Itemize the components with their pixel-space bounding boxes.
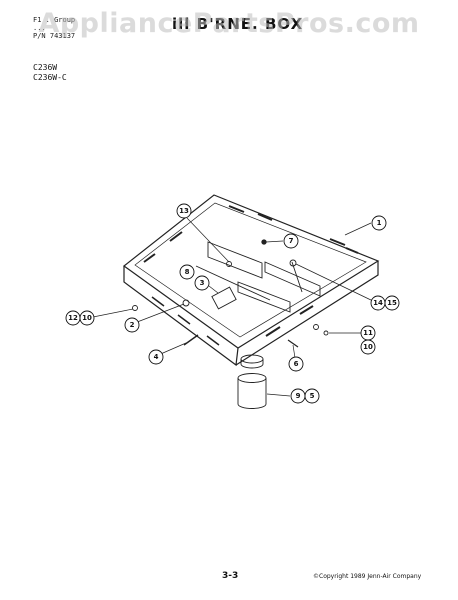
model-item: C236W-C	[33, 73, 67, 82]
jar-lid	[240, 354, 264, 364]
screw-part	[323, 330, 329, 336]
nut-part	[313, 324, 319, 330]
grease-jar	[237, 354, 267, 409]
callout-number: 4	[154, 353, 159, 361]
dot-marker	[261, 239, 267, 245]
callout-number: 9	[296, 392, 301, 400]
screw-part	[132, 305, 138, 311]
leader-line	[131, 303, 185, 325]
leader-line	[295, 263, 374, 302]
rim-slot	[143, 253, 156, 263]
callout-number: 13	[179, 207, 189, 215]
leader-line	[208, 285, 219, 294]
callout-1: 1	[371, 215, 387, 231]
callout-number: 7	[289, 237, 294, 245]
callout-12: 12	[65, 310, 81, 326]
rim-slot	[265, 326, 281, 337]
leader-line	[92, 308, 134, 318]
leader-line	[266, 393, 291, 397]
callout-10-left: 10	[79, 310, 95, 326]
jar-lid-body	[240, 359, 264, 369]
callout-number: 10	[363, 343, 373, 351]
front-slot	[151, 296, 165, 307]
model-list: C236W C236W-C	[33, 63, 67, 83]
header-line-2: ...	[33, 24, 46, 32]
callout-3: 3	[194, 275, 210, 291]
rim-slot	[299, 305, 314, 315]
page-number: 3-3	[222, 571, 239, 581]
cover-plate	[211, 286, 237, 310]
callout-number: 8	[185, 268, 190, 276]
divider-panel	[237, 281, 291, 313]
header-catalog-info: F1 . Group ... P/N 743137	[33, 16, 75, 40]
callout-number: 12	[68, 314, 78, 322]
callout-number: 11	[363, 329, 373, 337]
callout-8: 8	[179, 264, 195, 280]
callout-number: 2	[130, 321, 135, 329]
callout-14: 14	[370, 295, 386, 311]
callout-number: 10	[82, 314, 92, 322]
callout-13: 13	[176, 203, 192, 219]
tray-front-right-wall	[235, 261, 379, 366]
rim-slot	[228, 205, 245, 213]
tray-top-rim	[123, 194, 380, 349]
callout-number: 14	[373, 299, 383, 307]
callout-2: 2	[124, 317, 140, 333]
divider-line	[195, 265, 271, 301]
callout-11: 11	[360, 325, 376, 341]
leader-line	[292, 344, 296, 359]
leader-lines	[92, 217, 374, 397]
leader-line	[344, 222, 372, 236]
tray-front-left-wall	[123, 266, 239, 367]
jar-top	[237, 373, 267, 383]
tray-dividers	[195, 241, 321, 313]
callout-9: 9	[290, 388, 306, 404]
tray-inner-rim	[134, 202, 367, 338]
leader-line	[186, 217, 230, 263]
divider-panel	[264, 261, 321, 297]
callout-number: 15	[387, 299, 397, 307]
model-item: C236W	[33, 63, 58, 72]
grommet	[182, 299, 190, 307]
burner-box-tray	[123, 194, 380, 367]
callout-6: 6	[288, 356, 304, 372]
rim-slot	[169, 231, 183, 242]
clip-part	[289, 259, 297, 267]
callout-10-right: 10	[360, 339, 376, 355]
header-part-number: P/N 743137	[33, 32, 76, 40]
callout-number: 3	[200, 279, 205, 287]
front-slot	[177, 314, 191, 325]
pin-part	[287, 339, 299, 348]
callout-15: 15	[384, 295, 400, 311]
bracket-part	[226, 261, 232, 267]
watermark-logo: AppliancePartsPros.com	[38, 8, 420, 39]
header-line-1: F1 . Group	[33, 16, 76, 24]
callout-number: 1	[377, 219, 382, 227]
rod-part	[183, 334, 199, 346]
rim-slot	[329, 238, 346, 246]
callout-5: 5	[304, 388, 320, 404]
callout-4: 4	[148, 349, 164, 365]
rim-slot	[257, 213, 273, 221]
callout-7: 7	[283, 233, 299, 249]
page-title: ill B'RNE. BOX	[172, 15, 304, 33]
callout-number: 6	[294, 360, 299, 368]
jar-body	[237, 378, 267, 409]
rim-slot	[345, 247, 359, 254]
front-slot	[206, 335, 220, 346]
divider-line	[291, 261, 303, 293]
leader-line	[265, 240, 284, 243]
copyright-notice: ©Copyright 1989 Jenn-Air Company	[313, 573, 422, 580]
callout-number: 5	[310, 392, 315, 400]
divider-panel	[207, 241, 263, 279]
